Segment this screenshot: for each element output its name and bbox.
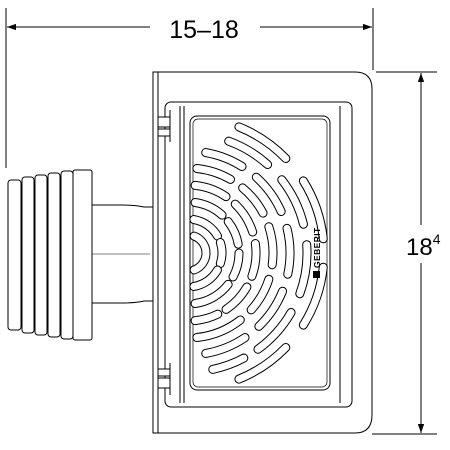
brand-logo: GEBERIT bbox=[312, 227, 322, 278]
threaded-outlet-pipe bbox=[7, 169, 159, 341]
grate-slot bbox=[254, 286, 288, 331]
grate-slot bbox=[190, 198, 227, 220]
thread-ridge bbox=[7, 179, 22, 331]
grate-slot bbox=[224, 136, 273, 170]
grate-slot bbox=[298, 262, 328, 330]
brand-name: GEBERIT bbox=[312, 227, 322, 268]
grate-slot bbox=[251, 172, 286, 217]
grate-slot bbox=[221, 282, 252, 314]
frame-clip-top bbox=[157, 110, 171, 142]
grate-slot bbox=[190, 231, 211, 275]
grate-slot bbox=[192, 315, 245, 343]
grate-slot bbox=[190, 215, 222, 241]
height-dimension-label: 184 bbox=[406, 231, 441, 261]
grate-slot bbox=[238, 183, 268, 218]
thread-ridge bbox=[34, 174, 48, 336]
grate-slot bbox=[190, 309, 223, 326]
grate-slot bbox=[247, 239, 261, 281]
grate-slot bbox=[223, 217, 243, 249]
grate-slot bbox=[190, 180, 231, 202]
grate-inner-border bbox=[192, 118, 328, 388]
grate-slot bbox=[234, 122, 291, 164]
grate-slot bbox=[298, 176, 328, 244]
housing-inner-frame bbox=[164, 101, 353, 408]
grate-slot bbox=[228, 248, 244, 282]
drain-grate: GEBERIT bbox=[189, 115, 331, 391]
geberit-logo-square-icon bbox=[313, 271, 320, 278]
grate-slot bbox=[234, 342, 291, 384]
grate-slot bbox=[282, 223, 295, 279]
grate-slot bbox=[201, 148, 247, 171]
height-label-superscript: 4 bbox=[433, 231, 441, 247]
grate-slot bbox=[208, 353, 249, 374]
grate-slot bbox=[190, 265, 222, 291]
grate-slot bbox=[246, 274, 274, 315]
pipe-collar bbox=[72, 169, 93, 341]
height-dimension: 184 bbox=[372, 71, 448, 435]
grate-slot bbox=[201, 333, 250, 358]
grate-slot bbox=[295, 240, 312, 299]
width-dimension: 15–18 bbox=[5, 8, 374, 168]
thread-ridge bbox=[60, 170, 74, 340]
grate-slot bbox=[264, 222, 278, 270]
grate-slots bbox=[190, 122, 328, 384]
grate-slot bbox=[277, 175, 308, 229]
grate-slot bbox=[192, 163, 235, 184]
width-dimension-label: 15–18 bbox=[169, 16, 239, 44]
thread-ridge bbox=[47, 172, 61, 338]
grate-slot bbox=[253, 308, 296, 354]
grate-slot bbox=[190, 279, 233, 308]
grate-slot bbox=[230, 199, 258, 237]
height-label-main: 18 bbox=[406, 234, 433, 261]
grate-slot bbox=[215, 238, 227, 268]
thread-ridge bbox=[21, 176, 35, 334]
frame-clip-bottom bbox=[157, 363, 171, 395]
